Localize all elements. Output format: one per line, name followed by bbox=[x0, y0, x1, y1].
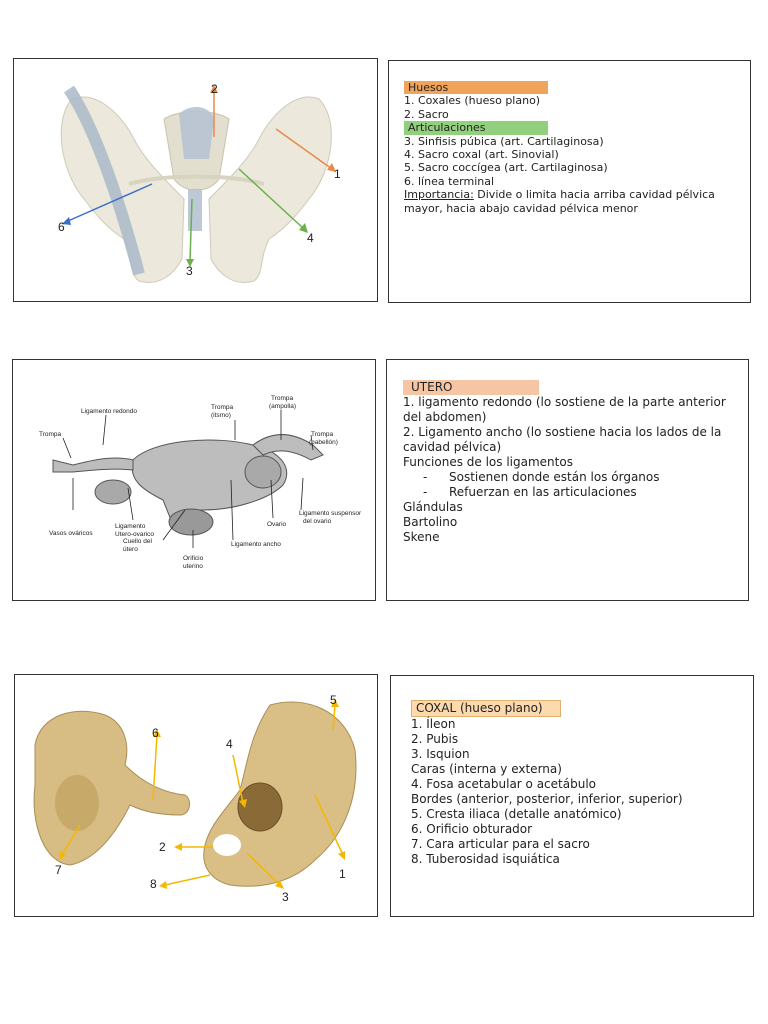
utero-sub-item: -Sostienen donde están los órganos bbox=[423, 470, 660, 484]
coxal-item: 5. Cresta iliaca (detalle anatómico) bbox=[411, 807, 622, 821]
coxal-item: Bordes (anterior, posterior, inferior, s… bbox=[411, 792, 683, 806]
utero-item: Funciones de los ligamentos bbox=[403, 455, 573, 469]
pelvis-label-1: 1 bbox=[334, 167, 341, 181]
importance-label: Importancia: bbox=[404, 188, 474, 202]
pelvis-label-6: 6 bbox=[58, 220, 65, 234]
pelvis-label-2: 2 bbox=[211, 82, 218, 96]
label-trompa-istmo: Trompa bbox=[211, 404, 234, 411]
heading-utero: UTERO bbox=[403, 380, 539, 395]
coxal-item: 7. Cara articular para el sacro bbox=[411, 837, 590, 851]
coxal-label-6: 6 bbox=[152, 726, 159, 740]
coxal-bone-illustration: 6 7 4 5 1 2 3 8 bbox=[33, 693, 357, 904]
label-cuello-2: útero bbox=[123, 546, 138, 553]
label-lig-suspensor-2: del ovario bbox=[303, 518, 332, 525]
heading-coxal: COXAL (hueso plano) bbox=[411, 700, 561, 717]
importance-note: Importancia: Divide o limita hacia arrib… bbox=[404, 188, 736, 215]
label-orificio-2: uterino bbox=[183, 563, 203, 570]
utero-tail-item: Glándulas bbox=[403, 500, 463, 514]
slide1-notes-panel: Huesos 1. Coxales (hueso plano) 2. Sacro… bbox=[388, 60, 751, 303]
label-trompa-pabellon-2: (pabellón) bbox=[309, 439, 338, 446]
pelvis-label-4: 4 bbox=[307, 231, 314, 245]
coxal-label-2: 2 bbox=[159, 840, 166, 854]
bone-item: 1. Coxales (hueso plano) bbox=[404, 94, 541, 108]
label-orificio: Orificio bbox=[183, 555, 204, 562]
joint-item: 6. línea terminal bbox=[404, 174, 495, 188]
slide3-figure-panel: 6 7 4 5 1 2 3 8 bbox=[14, 674, 378, 917]
label-lig-utero-ovarico-2: Utero-ovarico bbox=[115, 531, 154, 538]
coxal-label-7: 7 bbox=[55, 863, 62, 877]
slide2-figure-panel: Ligamento redondo Trompa Trompa (itsmo) … bbox=[12, 359, 376, 601]
coxal-item: 2. Pubis bbox=[411, 732, 459, 746]
joint-item: 5. Sacro coccígea (art. Cartilaginosa) bbox=[404, 161, 608, 175]
coxal-item: Caras (interna y externa) bbox=[411, 762, 562, 776]
label-trompa-ampolla: Trompa bbox=[271, 395, 294, 402]
utero-tail-item: Skene bbox=[403, 530, 440, 544]
label-ovario: Ovario bbox=[267, 521, 287, 528]
slide3-notes-panel: COXAL (hueso plano) 1. Íleon 2. Pubis 3.… bbox=[390, 675, 754, 917]
heading-huesos: Huesos bbox=[404, 81, 548, 95]
label-vasos-ovaricos: Vasos ováricos bbox=[49, 530, 93, 537]
label-lig-utero-ovarico: Ligamento bbox=[115, 523, 146, 530]
joint-item: 4. Sacro coxal (art. Sinovial) bbox=[404, 148, 559, 162]
coxal-item: 1. Íleon bbox=[411, 717, 456, 731]
utero-sub-item-text: Refuerzan en las articulaciones bbox=[449, 485, 637, 499]
label-cuello: Cuello del bbox=[123, 538, 152, 545]
slide1-figure-panel: 2 1 4 3 6 bbox=[13, 58, 378, 302]
pelvis-illustration: 2 1 4 3 6 bbox=[58, 82, 341, 283]
utero-sub-item: -Refuerzan en las articulaciones bbox=[423, 485, 637, 499]
label-trompa-istmo-2: (itsmo) bbox=[211, 412, 231, 419]
importance-text: Divide o limita hacia arriba cavidad pél… bbox=[404, 188, 715, 215]
utero-item: 1. ligamento redondo (lo sostiene de la … bbox=[403, 395, 726, 424]
label-ligamento-redondo: Ligamento redondo bbox=[81, 408, 137, 415]
coxal-label-4: 4 bbox=[226, 737, 233, 751]
coxal-label-1: 1 bbox=[339, 867, 346, 881]
label-trompa-pabellon: Trompa bbox=[311, 431, 334, 438]
slide2-notes-panel: UTERO 1. ligamento redondo (lo sostiene … bbox=[386, 359, 749, 601]
coxal-item: 4. Fosa acetabular o acetábulo bbox=[411, 777, 596, 791]
coxal-item: 8. Tuberosidad isquiática bbox=[411, 852, 560, 866]
label-trompa-left: Trompa bbox=[39, 431, 62, 438]
utero-sub-item-text: Sostienen donde están los órganos bbox=[449, 470, 660, 484]
joint-item: 3. Sinfisis púbica (art. Cartilaginosa) bbox=[404, 134, 604, 148]
heading-articulaciones: Articulaciones bbox=[404, 121, 548, 135]
label-trompa-ampolla-2: (ampolla) bbox=[269, 403, 296, 410]
utero-tail-item: Bartolino bbox=[403, 515, 458, 529]
coxal-label-8: 8 bbox=[150, 877, 157, 891]
uterus-diagram: Ligamento redondo Trompa Trompa (itsmo) … bbox=[39, 395, 362, 570]
coxal-label-5: 5 bbox=[330, 693, 337, 707]
coxal-item: 3. Isquion bbox=[411, 747, 470, 761]
label-lig-ancho: Ligamento ancho bbox=[231, 541, 281, 548]
utero-item: 2. Ligamento ancho (lo sostiene hacia lo… bbox=[403, 425, 722, 454]
coxal-label-3: 3 bbox=[282, 890, 289, 904]
coxal-item: 6. Orificio obturador bbox=[411, 822, 533, 836]
pelvis-label-3: 3 bbox=[186, 264, 193, 278]
label-lig-suspensor: Ligamento suspensor bbox=[299, 510, 362, 517]
bone-item: 2. Sacro bbox=[404, 107, 449, 121]
